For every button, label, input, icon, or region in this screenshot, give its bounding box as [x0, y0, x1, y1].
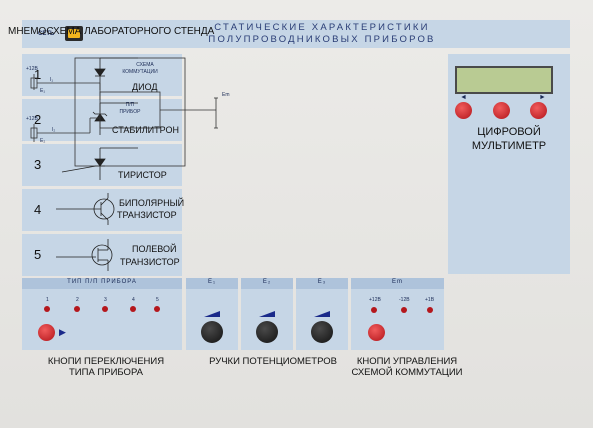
- indicator-label-plus12: +12В: [369, 297, 381, 303]
- potentiometer-e3-knob[interactable]: [311, 321, 333, 343]
- left-arrow-icon: ◄: [460, 94, 467, 101]
- device-type-header: ТИП П/П ПРИБОРА: [22, 278, 182, 289]
- fet-symbol-icon: [56, 239, 113, 271]
- device-box-label-line2: ПРИБОР: [119, 109, 141, 115]
- multimeter-panel: ◄ ► ЦИФРОВОЙ МУЛЬТИМЕТР: [448, 54, 570, 274]
- type-led-3: [102, 306, 108, 312]
- next-type-icon: ▶: [59, 327, 66, 337]
- potentiometer-e3-section: E₃: [296, 278, 348, 350]
- type-index-5: 5: [156, 297, 159, 303]
- device-number: 4: [34, 202, 42, 217]
- e1-label: E₁: [40, 88, 46, 94]
- commutation-caption: КНОПИ УПРАВЛЕНИЯ СХЕМОЙ КОММУТАЦИИ: [351, 356, 463, 378]
- right-arrow-icon: ►: [539, 94, 546, 101]
- device-label-line2: ТРАНЗИСТОР: [120, 257, 180, 267]
- e2-label: E₂: [40, 138, 46, 144]
- power-label: СЕТЬ: [38, 31, 55, 37]
- commutation-section: Em +12В -12В +1В: [351, 278, 444, 350]
- type-led-5: [154, 306, 160, 312]
- ramp-icon: [259, 311, 275, 317]
- switch-box-label-line2: КОММУТАЦИИ: [122, 69, 158, 75]
- multimeter-display: [455, 66, 553, 94]
- type-led-2: [74, 306, 80, 312]
- mnemo-schematic: [30, 57, 218, 167]
- ramp-icon: [314, 311, 330, 317]
- potentiometer-e2-header: E₂: [241, 278, 293, 289]
- type-index-2: 2: [76, 297, 79, 303]
- panel-title-line2: ПОЛУПРОВОДНИКОВЫХ ПРИБОРОВ: [208, 34, 436, 45]
- device-row-bjt: 4 БИПОЛЯРНЫЙ ТРАНЗИСТОР: [22, 189, 185, 231]
- potentiometer-e1-knob[interactable]: [201, 321, 223, 343]
- switch-box-label-line1: СХЕМА: [136, 62, 154, 68]
- i2-label: I₂: [52, 127, 56, 133]
- device-type-caption: КНОПИ ПЕРЕКЛЮЧЕНИЯ ТИПА ПРИБОРА: [47, 356, 165, 378]
- device-row-fet: 5 ПОЛЕВОЙ ТРАНЗИСТОР: [22, 234, 182, 276]
- commutation-button[interactable]: [368, 324, 385, 341]
- supply1-label: +12В: [26, 66, 38, 72]
- device-type-section: ТИП П/П ПРИБОРА 1 2 3 4 5 ▶: [22, 278, 182, 350]
- device-number: 3: [34, 157, 42, 172]
- indicator-led-plus12: [371, 307, 377, 313]
- device-number: 1: [34, 67, 42, 82]
- device-row-zener: 2 СТАБИЛИТРОН: [22, 99, 182, 141]
- header-strip: СЕТЬ СТАТИЧЕСКИЕ ХАРАКТЕРИСТИКИ ПОЛУПРОВ…: [22, 20, 570, 48]
- device-label-line1: БИПОЛЯРНЫЙ: [119, 198, 185, 208]
- potentiometers-caption: РУЧКИ ПОТЕНЦИОМЕТРОВ: [209, 356, 337, 367]
- device-label-line2: ТРАНЗИСТОР: [117, 210, 177, 220]
- device-number: 5: [34, 247, 42, 262]
- potentiometer-e3-header: E₃: [296, 278, 348, 289]
- em-label: Em: [222, 92, 230, 98]
- indicator-led-plus1: [427, 307, 433, 313]
- ramp-icon: [204, 311, 220, 317]
- multimeter-mode-button[interactable]: [493, 102, 510, 119]
- mnemo-panel: МНЕМОСХЕМА ЛАБОРАТОРНОГО СТЕНДА СХЕМА: [0, 0, 258, 220]
- device-label: ДИОД: [132, 82, 158, 92]
- device-number: 2: [34, 112, 42, 127]
- multimeter-right-button[interactable]: [530, 102, 547, 119]
- type-index-4: 4: [132, 297, 135, 303]
- type-index-1: 1: [46, 297, 49, 303]
- commutation-header: Em: [351, 278, 444, 289]
- panel-title-line1: СТАТИЧЕСКИЕ ХАРАКТЕРИСТИКИ: [214, 22, 430, 33]
- device-label: ТИРИСТОР: [118, 170, 167, 180]
- device-box-label-line1: П/П: [125, 102, 135, 108]
- potentiometer-e2-knob[interactable]: [256, 321, 278, 343]
- power-lamp-icon: [68, 29, 80, 38]
- potentiometer-e1-header: E₁: [186, 278, 238, 289]
- indicator-led-minus12: [401, 307, 407, 313]
- power-switch[interactable]: [65, 26, 83, 41]
- thyristor-symbol-icon: [61, 147, 138, 180]
- device-label-line1: ПОЛЕВОЙ: [132, 244, 177, 254]
- type-led-1: [44, 306, 50, 312]
- device-type-button[interactable]: [38, 324, 55, 341]
- supply2-label: +12В: [26, 116, 38, 122]
- device-label: СТАБИЛИТРОН: [112, 125, 179, 135]
- type-led-4: [130, 306, 136, 312]
- type-index-3: 3: [104, 297, 107, 303]
- indicator-label-plus1: +1В: [425, 297, 435, 303]
- device-row-thyristor: 3 ТИРИСТОР: [22, 144, 182, 186]
- mnemo-title: МНЕМОСХЕМА ЛАБОРАТОРНОГО СТЕНДА: [8, 26, 215, 37]
- potentiometer-e2-section: E₂: [241, 278, 293, 350]
- potentiometer-e1-section: E₁: [186, 278, 238, 350]
- multimeter-title-line2: МУЛЬТИМЕТР: [471, 140, 547, 152]
- indicator-label-minus12: -12В: [399, 297, 410, 303]
- i1-label: I₁: [50, 77, 54, 83]
- multimeter-title-line1: ЦИФРОВОЙ: [477, 126, 541, 138]
- bjt-symbol-icon: [56, 193, 115, 225]
- switch-box-outline: [74, 57, 186, 167]
- multimeter-left-button[interactable]: [455, 102, 472, 119]
